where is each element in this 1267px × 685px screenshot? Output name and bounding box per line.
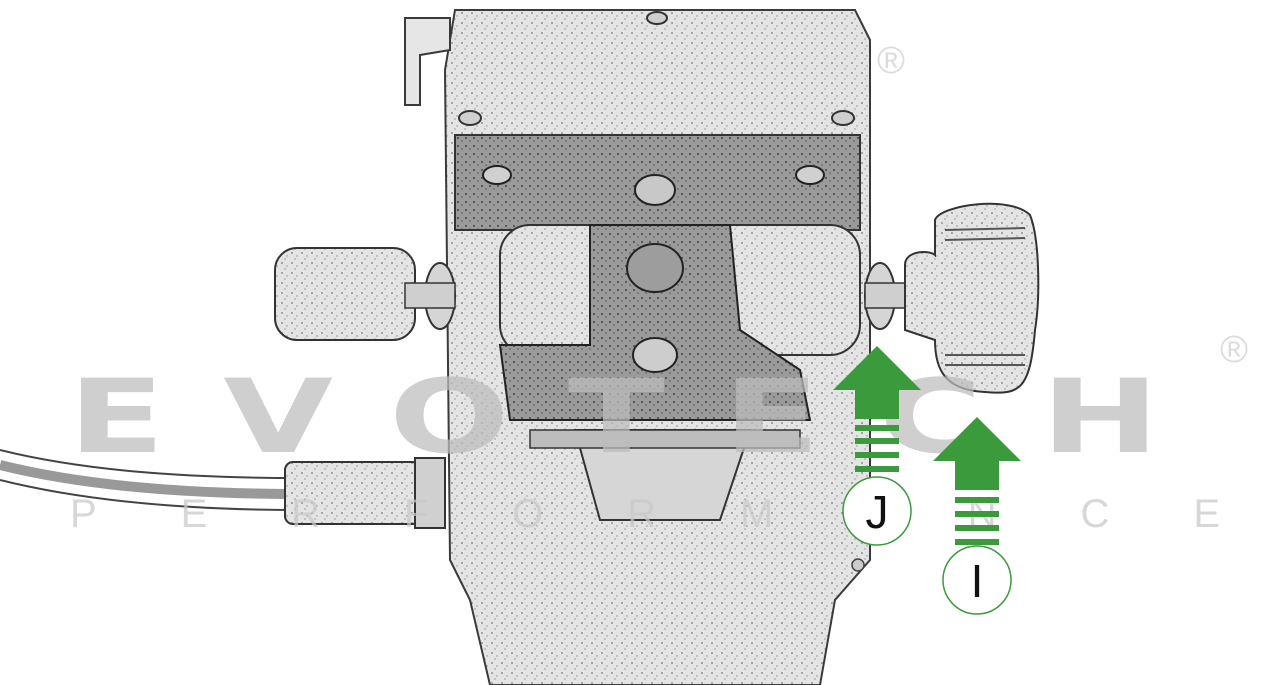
arrow-dash: [955, 525, 999, 531]
arrow-dash: [855, 452, 899, 458]
throttle-housing-sketch: [0, 9, 1040, 685]
callout-label-j: J: [866, 486, 889, 538]
watermark-tagline: PERFORMANCE: [70, 492, 1220, 536]
arrow-dash: [955, 511, 999, 517]
callout-label-i: I: [971, 555, 984, 607]
callout-i: I: [933, 417, 1021, 615]
arrow-shaft: [955, 460, 999, 490]
arrow-dash: [955, 539, 999, 545]
arrow-dash: [855, 438, 899, 444]
callout-circle: [942, 545, 1012, 615]
arrow-dash: [955, 497, 999, 503]
arrow-up-icon: [833, 346, 921, 390]
arrow-shaft: [855, 389, 899, 419]
registered-mark-top: ®: [877, 40, 905, 82]
arrow-dash: [855, 466, 899, 472]
callout-j: J: [833, 346, 921, 546]
registered-mark-right: ®: [1220, 329, 1248, 371]
arrow-up-icon: [933, 417, 1021, 461]
callout-circle: [842, 476, 912, 546]
watermark-brand: EVOTECH: [68, 358, 1218, 477]
arrow-dash: [855, 425, 899, 431]
